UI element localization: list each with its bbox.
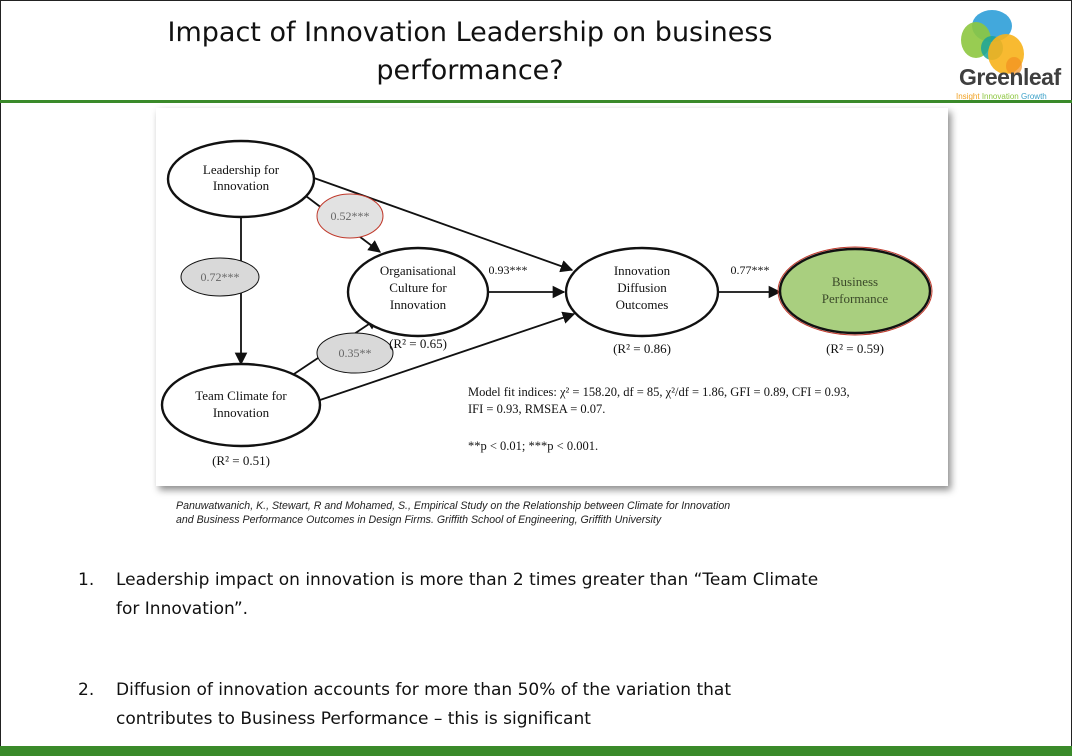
coef-bubble-leader-culture xyxy=(316,193,384,239)
key-point-1-number: 1. xyxy=(78,570,95,590)
citation-line-1: Panuwatwanich, K., Stewart, R and Mohame… xyxy=(176,500,731,512)
node-culture xyxy=(346,246,490,338)
node-leadership xyxy=(166,139,316,219)
node-diffusion xyxy=(564,246,720,338)
coef-diffusion-business: 0.77*** xyxy=(731,263,770,277)
node-diffusion-line-3: Outcomes xyxy=(616,297,669,312)
node-leadership-line-2: Innovation xyxy=(213,178,270,193)
node-team-line-1: Team Climate for xyxy=(195,388,287,403)
node-business-line-2: Performance xyxy=(822,291,889,306)
citation-line-2: and Business Performance Outcomes in Des… xyxy=(176,514,662,526)
node-business-line-1: Business xyxy=(832,274,878,289)
node-business-highlight-ring xyxy=(777,246,933,336)
coef-bubble-leader-team xyxy=(180,257,260,297)
key-point-2-line-2: contributes to Business Performance – th… xyxy=(116,709,591,729)
logo-leaf-orange xyxy=(1006,57,1022,75)
logo-wordmark: Greenleaf xyxy=(959,64,1061,90)
node-team-line-2: Innovation xyxy=(213,405,270,420)
key-point-2: 2. Diffusion of innovation accounts for … xyxy=(78,676,1028,734)
model-figure: 0.52*** 0.72*** 0.35** 0.93*** 0.77*** L… xyxy=(156,108,948,486)
node-culture-line-3: Innovation xyxy=(390,297,447,312)
significance-note: **p < 0.01; ***p < 0.001. xyxy=(468,439,598,453)
coef-culture-diffusion: 0.93*** xyxy=(489,263,528,277)
citation: Panuwatwanich, K., Stewart, R and Mohame… xyxy=(176,499,976,527)
r2-diffusion: (R² = 0.86) xyxy=(613,341,671,356)
logo-tag-insight: Insight xyxy=(956,92,980,101)
key-points-list: 1. Leadership impact on innovation is mo… xyxy=(78,566,1028,734)
logo-icon xyxy=(961,10,1024,75)
coef-team-culture: 0.35** xyxy=(339,346,372,360)
coef-leader-culture: 0.52*** xyxy=(331,209,370,223)
node-business xyxy=(778,247,932,335)
key-point-1-line-1: Leadership impact on innovation is more … xyxy=(116,570,819,590)
greenleaf-logo xyxy=(910,6,1072,112)
r2-team: (R² = 0.51) xyxy=(212,453,270,468)
arrow-leadership-to-diffusion xyxy=(313,177,574,273)
title-line-1: Impact of Innovation Leadership on busin… xyxy=(167,17,773,48)
key-point-2-line-1: Diffusion of innovation accounts for mor… xyxy=(116,680,731,700)
key-point-1-line-2: for Innovation”. xyxy=(116,599,249,619)
node-culture-line-2: Culture for xyxy=(389,280,447,295)
fit-indices-line-2: IFI = 0.93, RMSEA = 0.07. xyxy=(468,402,605,416)
node-team xyxy=(160,362,322,448)
logo-tagline: Insight Innovation Growth xyxy=(956,92,1047,101)
r2-culture: (R² = 0.65) xyxy=(389,336,447,351)
logo-tag-growth: Growth xyxy=(1020,92,1047,101)
coef-bubble-team-culture xyxy=(316,332,394,374)
r2-business: (R² = 0.59) xyxy=(826,341,884,356)
title-line-2: performance? xyxy=(376,55,564,86)
node-diffusion-line-1: Innovation xyxy=(614,263,671,278)
fit-indices-line-1: Model fit indices: χ² = 158.20, df = 85,… xyxy=(468,385,850,399)
logo-tag-innovation: Innovation xyxy=(981,92,1019,101)
coef-leader-team: 0.72*** xyxy=(201,270,240,284)
node-diffusion-line-2: Diffusion xyxy=(617,280,667,295)
node-culture-line-1: Organisational xyxy=(380,263,457,278)
node-leadership-line-1: Leadership for xyxy=(203,162,280,177)
path-diagram: 0.52*** 0.72*** 0.35** 0.93*** 0.77*** L… xyxy=(160,139,933,468)
key-point-1: 1. Leadership impact on innovation is mo… xyxy=(78,566,1028,624)
slide-title: Impact of Innovation Leadership on busin… xyxy=(60,14,880,90)
arrow-team-to-diffusion xyxy=(319,311,576,401)
key-point-2-number: 2. xyxy=(78,680,95,700)
footer-bar xyxy=(0,746,1072,756)
title-divider xyxy=(0,100,1072,103)
